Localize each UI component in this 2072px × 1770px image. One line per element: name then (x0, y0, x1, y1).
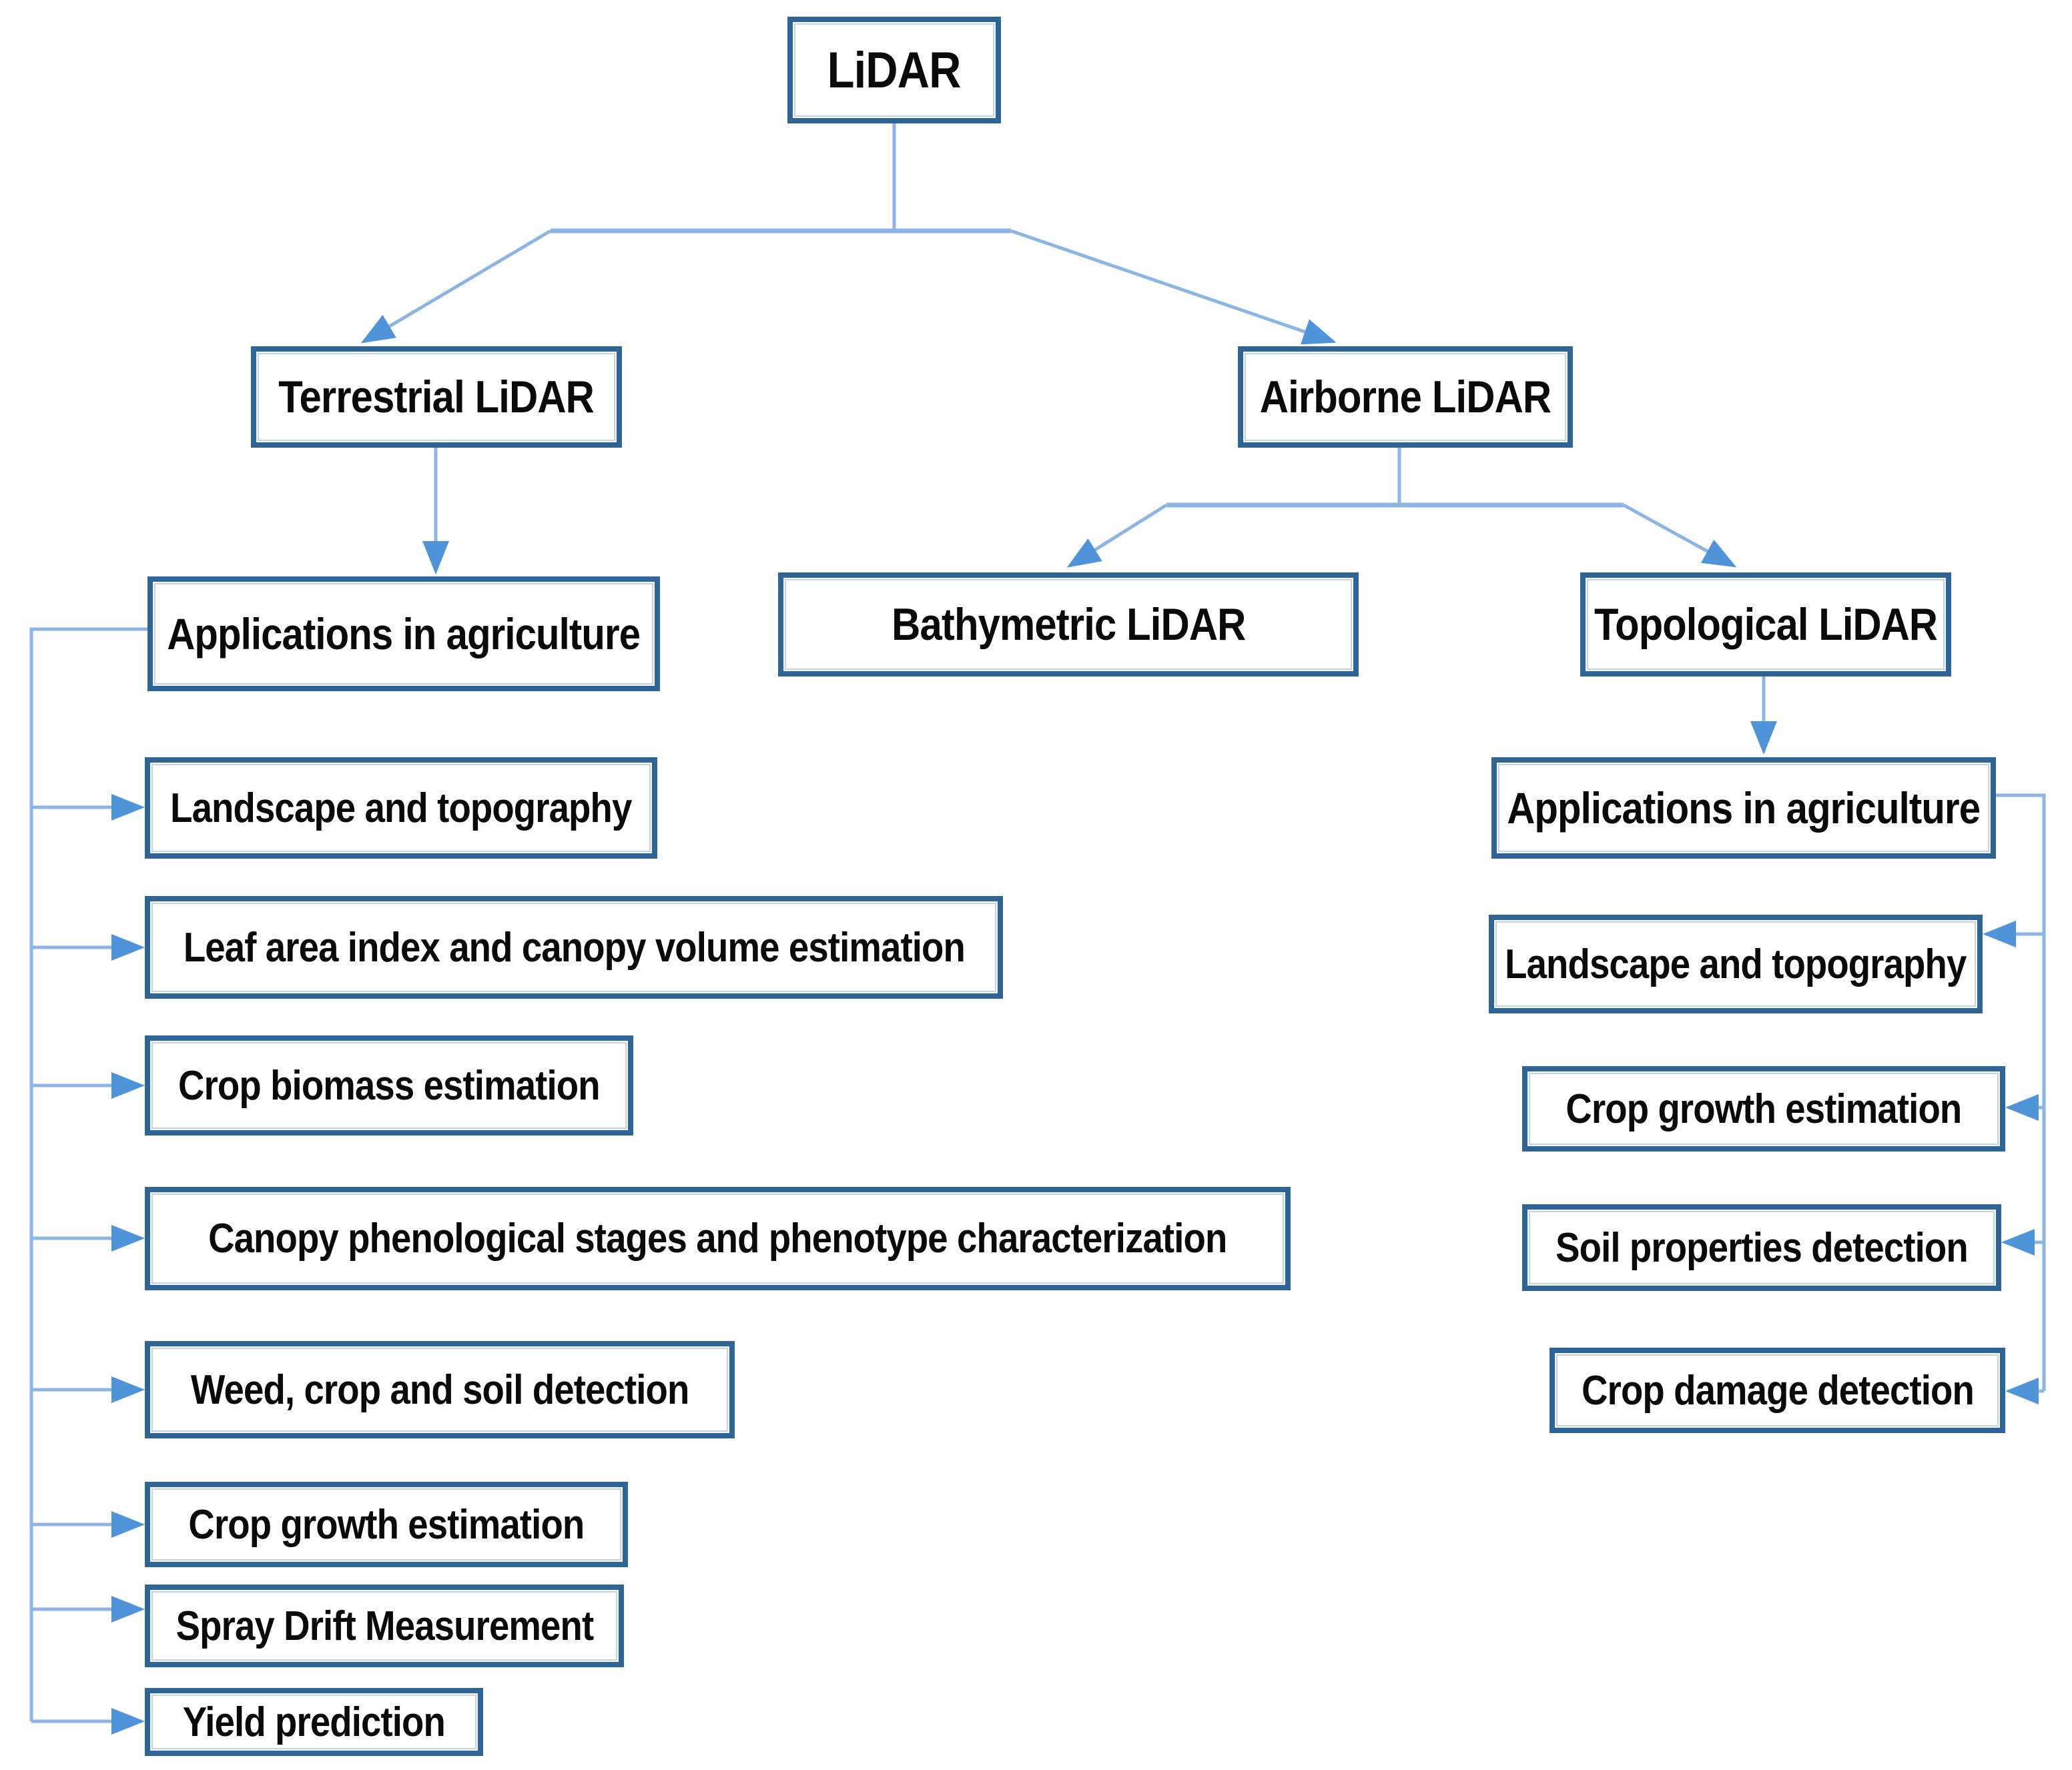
node-lidar-label: LiDAR (827, 41, 962, 99)
node-yield-prediction-label: Yield prediction (182, 1699, 446, 1745)
node-airborne-lidar-label: Airborne LiDAR (1259, 372, 1551, 422)
node-topological-lidar-label: Topological LiDAR (1594, 599, 1938, 650)
node-spray-drift-measurement: Spray Drift Measurement (145, 1585, 624, 1667)
node-landscape-topography-left-label: Landscape and topography (170, 785, 632, 831)
node-crop-growth-estimation-left: Crop growth estimation (145, 1482, 628, 1567)
node-yield-prediction: Yield prediction (145, 1688, 483, 1756)
node-canopy-phenological-stages: Canopy phenological stages and phenotype… (145, 1187, 1291, 1290)
node-crop-biomass-estimation-label: Crop biomass estimation (178, 1062, 600, 1109)
node-canopy-phenological-stages-label: Canopy phenological stages and phenotype… (208, 1216, 1227, 1262)
connector-right-trunk (1983, 793, 2046, 1404)
node-spray-drift-measurement-label: Spray Drift Measurement (176, 1603, 593, 1649)
connector-left-trunk (29, 627, 147, 1735)
node-applications-agriculture-left: Applications in agriculture (147, 576, 660, 691)
node-bathymetric-lidar: Bathymetric LiDAR (778, 572, 1359, 677)
node-lidar: LiDAR (787, 17, 1001, 123)
node-applications-agriculture-right-label: Applications in agriculture (1507, 783, 1981, 833)
node-leaf-area-index: Leaf area index and canopy volume estima… (145, 896, 1003, 999)
node-crop-damage-detection-label: Crop damage detection (1581, 1367, 1975, 1414)
node-terrestrial-lidar: Terrestrial LiDAR (251, 346, 622, 448)
node-weed-crop-soil-detection: Weed, crop and soil detection (145, 1341, 735, 1438)
node-soil-properties-detection-label: Soil properties detection (1556, 1224, 1969, 1271)
node-airborne-lidar: Airborne LiDAR (1238, 346, 1573, 448)
node-crop-biomass-estimation: Crop biomass estimation (145, 1035, 633, 1136)
node-applications-agriculture-left-label: Applications in agriculture (167, 609, 641, 658)
node-landscape-topography-right: Landscape and topography (1489, 915, 1983, 1013)
node-leaf-area-index-label: Leaf area index and canopy volume estima… (183, 924, 965, 971)
node-crop-growth-estimation-right-label: Crop growth estimation (1566, 1085, 1963, 1132)
node-bathymetric-lidar-label: Bathymetric LiDAR (891, 599, 1246, 650)
connector-airborne-split (1066, 448, 1737, 568)
node-topological-lidar: Topological LiDAR (1580, 572, 1951, 677)
node-crop-damage-detection: Crop damage detection (1549, 1348, 2005, 1433)
node-weed-crop-soil-detection-label: Weed, crop and soil detection (190, 1366, 689, 1413)
node-crop-growth-estimation-left-label: Crop growth estimation (188, 1501, 585, 1548)
node-soil-properties-detection: Soil properties detection (1522, 1204, 2001, 1291)
node-landscape-topography-left: Landscape and topography (145, 757, 657, 859)
connector-lidar-split (360, 123, 1337, 345)
node-crop-growth-estimation-right: Crop growth estimation (1522, 1066, 2005, 1152)
node-applications-agriculture-right: Applications in agriculture (1491, 757, 1996, 859)
node-landscape-topography-right-label: Landscape and topography (1505, 941, 1967, 987)
node-terrestrial-lidar-label: Terrestrial LiDAR (278, 372, 595, 422)
